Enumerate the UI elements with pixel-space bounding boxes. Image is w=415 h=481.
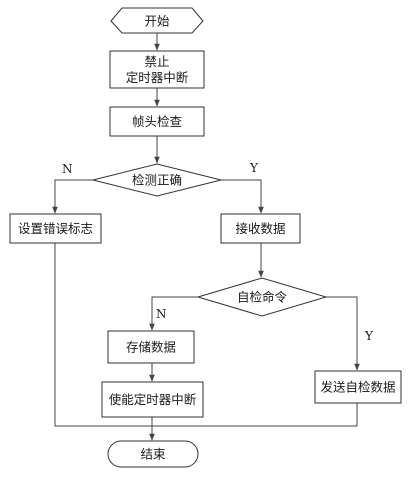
edge-selftest-yes (326, 296, 360, 371)
store-data-label: 存储数据 (126, 340, 176, 355)
set-error-box (9, 213, 102, 244)
node-detect-ok: 检测正确 (92, 163, 222, 197)
start-label: 开始 (144, 14, 170, 29)
edges (52, 33, 360, 441)
node-end: 结束 (107, 440, 199, 468)
node-start: 开始 (110, 7, 204, 34)
edge-selftest-no (149, 296, 198, 331)
node-store-data: 存储数据 (107, 330, 195, 364)
detect-no-label: N (62, 162, 73, 176)
node-receive-data: 接收数据 (220, 213, 301, 244)
send-self-test-box (314, 370, 402, 404)
node-enable-timer: 使能定时器中断 (101, 381, 204, 418)
node-frame-check: 帧头检查 (109, 106, 205, 137)
disable-interrupt-box (109, 50, 205, 89)
start-terminal (110, 7, 204, 34)
enable-timer-box (101, 381, 204, 418)
frame-check-box (109, 106, 205, 137)
node-set-error: 设置错误标志 (9, 213, 102, 244)
set-error-label: 设置错误标志 (18, 221, 93, 236)
node-self-test: 自检命令 (196, 277, 328, 317)
detect-ok-label: 检测正确 (132, 173, 182, 188)
enable-timer-label: 使能定时器中断 (109, 392, 197, 407)
node-send-self-test: 发送自检数据 (314, 370, 402, 404)
self-test-no-label: N (156, 307, 167, 321)
store-data-box (107, 330, 195, 364)
detect-yes-label: Y (249, 161, 259, 175)
receive-data-box (220, 213, 301, 244)
end-terminal (107, 440, 199, 468)
self-test-diamond (196, 277, 328, 317)
edge-detect-yes (221, 179, 264, 214)
self-test-yes-label: Y (364, 329, 374, 343)
self-test-label: 自检命令 (237, 290, 288, 305)
frame-check-label: 帧头检查 (132, 114, 183, 129)
disable-interrupt-label-line2: 定时器中断 (126, 70, 189, 85)
edge-merge-line (54, 243, 358, 427)
edge-detect-no (52, 179, 93, 214)
end-label: 结束 (140, 447, 166, 462)
detect-ok-diamond (92, 163, 222, 197)
receive-data-label: 接收数据 (235, 221, 285, 236)
send-self-test-label: 发送自检数据 (320, 380, 395, 395)
disable-interrupt-label-line1: 禁止 (144, 54, 169, 69)
node-disable-interrupt: 禁止 定时器中断 (109, 50, 205, 89)
